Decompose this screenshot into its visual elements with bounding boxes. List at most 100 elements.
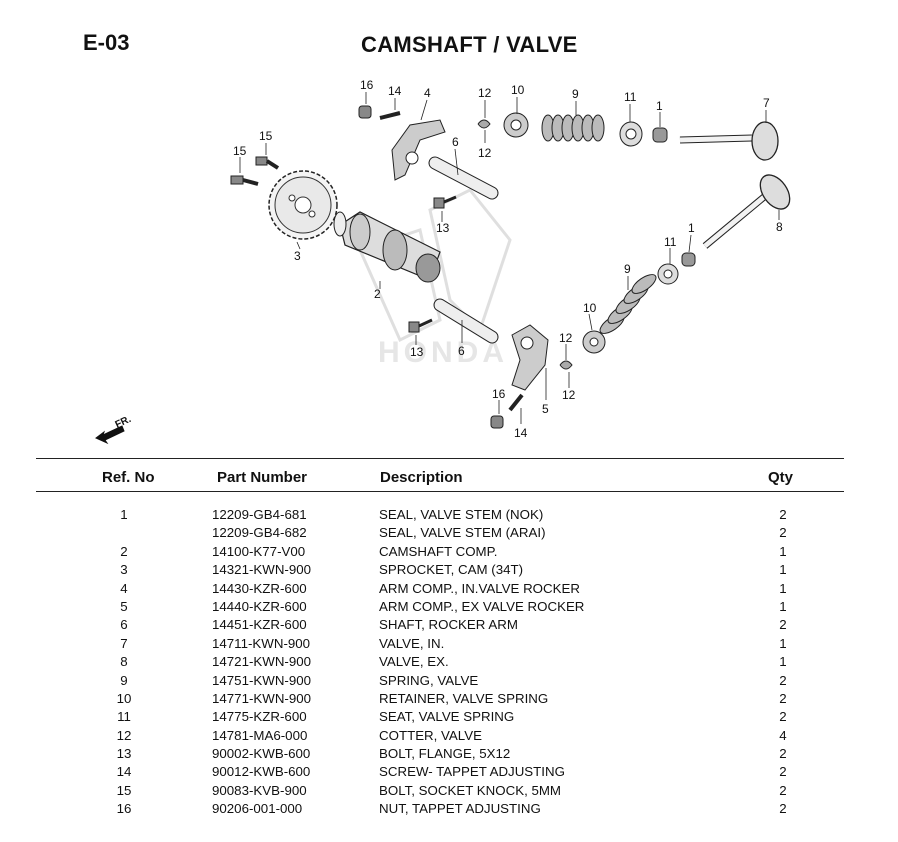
callout-label: 12	[478, 86, 492, 100]
table-row: 2 14100-K77-V00 CAMSHAFT COMP. 1	[0, 543, 898, 561]
description-cell: SCREW- TAPPET ADJUSTING	[379, 764, 565, 780]
callout-label: 9	[624, 262, 631, 276]
description-cell: SEAT, VALVE SPRING	[379, 709, 515, 725]
callout-label: 11	[624, 90, 637, 104]
ref-cell: 5	[120, 598, 128, 614]
part-number-cell: 90206-001-000	[212, 801, 303, 817]
callout-label: 13	[410, 345, 424, 359]
description-cell: SEAL, VALVE STEM (NOK)	[379, 507, 544, 522]
leader-lines	[239, 92, 780, 424]
qty-cell: 1	[779, 598, 787, 614]
qty-cell: 1	[779, 543, 787, 559]
ref-cell: 4	[120, 580, 128, 596]
description-cell: VALVE, IN.	[379, 635, 445, 651]
part-number-cell: 14771-KWN-900	[212, 690, 312, 706]
ref-cell: 6	[120, 617, 128, 633]
callout-label: 12	[559, 331, 573, 345]
watermark-text: HONDA	[378, 336, 508, 369]
table-top-rule	[36, 458, 844, 459]
callout-label: 6	[458, 344, 465, 358]
description-cell: RETAINER, VALVE SPRING	[379, 690, 549, 706]
qty-cell: 2	[779, 764, 787, 780]
part-number-cell: 12209-GB4-681	[212, 507, 307, 522]
part-number-cell: 14321-KWN-900	[212, 562, 312, 578]
qty-cell: 2	[779, 672, 787, 688]
description-cell: BOLT, SOCKET KNOCK, 5MM	[379, 782, 562, 798]
description-cell: BOLT, FLANGE, 5X12	[379, 746, 511, 762]
table-row: 11 14775-KZR-600 SEAT, VALVE SPRING 2	[0, 708, 898, 726]
callout-label: 14	[514, 426, 528, 440]
callout-label: 2	[374, 287, 381, 301]
qty-cell: 1	[779, 654, 787, 670]
callout-label: 11	[664, 235, 677, 249]
page-title: CAMSHAFT / VALVE	[361, 32, 578, 57]
qty-cell: 2	[779, 709, 787, 725]
ref-cell: 14	[116, 764, 132, 780]
cam-sprocket	[268, 170, 338, 240]
lower-valve-spring-set	[559, 252, 696, 370]
ref-cell: 11	[117, 709, 131, 725]
ref-cell: 12	[116, 727, 132, 743]
ref-cell: 10	[116, 690, 132, 706]
callout-label: 5	[542, 402, 549, 416]
callout-label: 8	[776, 220, 783, 234]
ref-cell: 1	[120, 507, 128, 522]
part-number-cell: 14100-K77-V00	[212, 543, 306, 559]
ref-cell: 2	[120, 543, 128, 559]
qty-cell: 2	[779, 782, 787, 798]
table-row: 1 12209-GB4-681 SEAL, VALVE STEM (NOK) 2	[0, 506, 898, 524]
header-part-number: Part Number	[217, 469, 308, 486]
part-number-cell: 14430-KZR-600	[212, 580, 307, 596]
table-row: 12209-GB4-682 SEAL, VALVE STEM (ARAI) 2	[0, 524, 898, 542]
part-number-cell: 14781-MA6-000	[212, 727, 308, 743]
description-cell: CAMSHAFT COMP.	[379, 543, 498, 559]
part-number-cell: 14440-KZR-600	[212, 598, 307, 614]
callout-label: 1	[688, 221, 695, 235]
description-cell: SEAL, VALVE STEM (ARAI)	[379, 525, 546, 541]
part-number-cell: 14451-KZR-600	[212, 617, 307, 633]
ref-cell: 15	[116, 782, 132, 798]
front-direction-marker: FR.	[95, 414, 133, 445]
callout-label: 16	[492, 387, 506, 401]
part-number-cell: 90012-KWB-600	[212, 764, 311, 780]
callout-label: 12	[478, 146, 492, 160]
fasteners	[230, 105, 524, 429]
part-number-cell: 14721-KWN-900	[212, 654, 312, 670]
part-number-cell: 12209-GB4-682	[212, 525, 307, 541]
ref-cell: 16	[116, 801, 132, 817]
qty-cell: 2	[779, 525, 787, 541]
callout-label: 13	[436, 221, 450, 235]
exhaust-valve	[702, 174, 791, 249]
callout-label: 7	[763, 96, 770, 110]
description-cell: SPROCKET, CAM (34T)	[379, 562, 524, 578]
exploded-parts-diagram: HONDA	[95, 78, 791, 445]
description-cell: NUT, TAPPET ADJUSTING	[379, 801, 541, 817]
ref-cell: 7	[120, 635, 128, 651]
description-cell: SHAFT, ROCKER ARM	[379, 617, 518, 633]
qty-cell: 2	[779, 507, 787, 522]
description-cell: SPRING, VALVE	[379, 672, 479, 688]
qty-cell: 4	[779, 727, 787, 743]
qty-cell: 1	[779, 580, 787, 596]
ref-cell: 9	[120, 672, 128, 688]
table-header-rule	[36, 491, 844, 492]
description-cell: ARM COMP., IN.VALVE ROCKER	[379, 580, 580, 596]
table-row: 4 14430-KZR-600 ARM COMP., IN.VALVE ROCKER…	[0, 580, 898, 598]
camshaft	[333, 211, 441, 283]
front-marker-text: FR.	[114, 414, 133, 431]
part-number-cell: 14775-KZR-600	[212, 709, 307, 725]
rocker-arms	[391, 119, 549, 391]
qty-cell: 1	[779, 635, 787, 651]
qty-cell: 2	[779, 746, 787, 762]
